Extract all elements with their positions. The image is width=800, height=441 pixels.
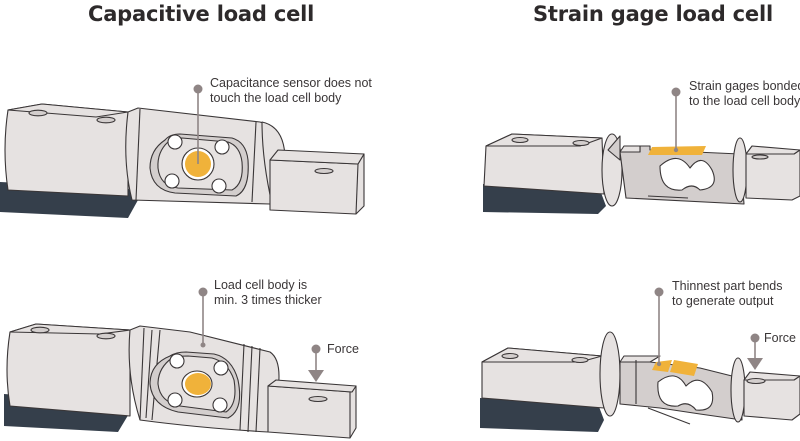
mount-hole-icon [96,116,116,124]
mounting-base [480,398,604,432]
flange [599,331,621,417]
mount-hole-icon [511,136,529,144]
capacitive-load-cell-loaded [4,287,357,439]
mount-hole-icon [96,332,116,340]
callout-capacitance-sensor: Capacitance sensor does not touch the lo… [210,76,372,106]
strain-gage-load-cell-loaded [480,287,800,432]
callout-strain-gages: Strain gages bonded to the load cell bod… [689,79,800,109]
callout-line: Capacitance sensor does not [210,76,372,90]
mount-hole-icon [571,356,589,364]
callout-dot-icon [193,84,203,94]
force-dot-icon [750,333,760,343]
callout-line: Strain gages bonded [689,79,800,93]
callout-dot-icon [654,287,664,297]
callout-force-capacitive: Force [327,342,359,356]
mount-hole-icon [501,352,519,360]
callout-line: touch the load cell body [210,91,342,105]
force-arrow-icon [308,370,324,382]
flange [730,357,746,423]
callout-line: to the load cell body [689,94,800,108]
callout-dot-icon [198,287,208,297]
callout-line: Load cell body is [214,278,308,292]
force-arrow-icon [747,358,763,370]
callout-line: min. 3 times thicker [214,293,322,307]
strain-gage-title: Strain gage load cell [533,2,773,26]
callout-force-strain-gage: Force [764,331,796,345]
capacitive-title: Capacitive load cell [88,2,315,26]
strain-gage-icon [652,360,672,372]
callout-line: to generate output [672,294,774,308]
binocular-hole [657,375,714,411]
callout-line: Thinnest part bends [672,279,783,293]
strain-gage-icon [670,360,698,376]
capacitive-load-cell-unloaded [0,84,365,218]
load-arm [267,385,357,439]
mount-hole-icon [28,109,48,117]
capacitance-sensor-icon [185,373,211,395]
strain-gage-load-cell-unloaded [483,87,800,214]
force-dot-icon [311,344,321,354]
mount-hole-icon [30,326,50,334]
callout-dot-icon [671,87,681,97]
mount-hole-icon [572,139,590,147]
callout-thinnest-part: Thinnest part bends to generate output [672,279,783,309]
callout-body-thicker: Load cell body is min. 3 times thicker [214,278,322,308]
binocular-hole [659,157,715,191]
flange [732,137,748,203]
